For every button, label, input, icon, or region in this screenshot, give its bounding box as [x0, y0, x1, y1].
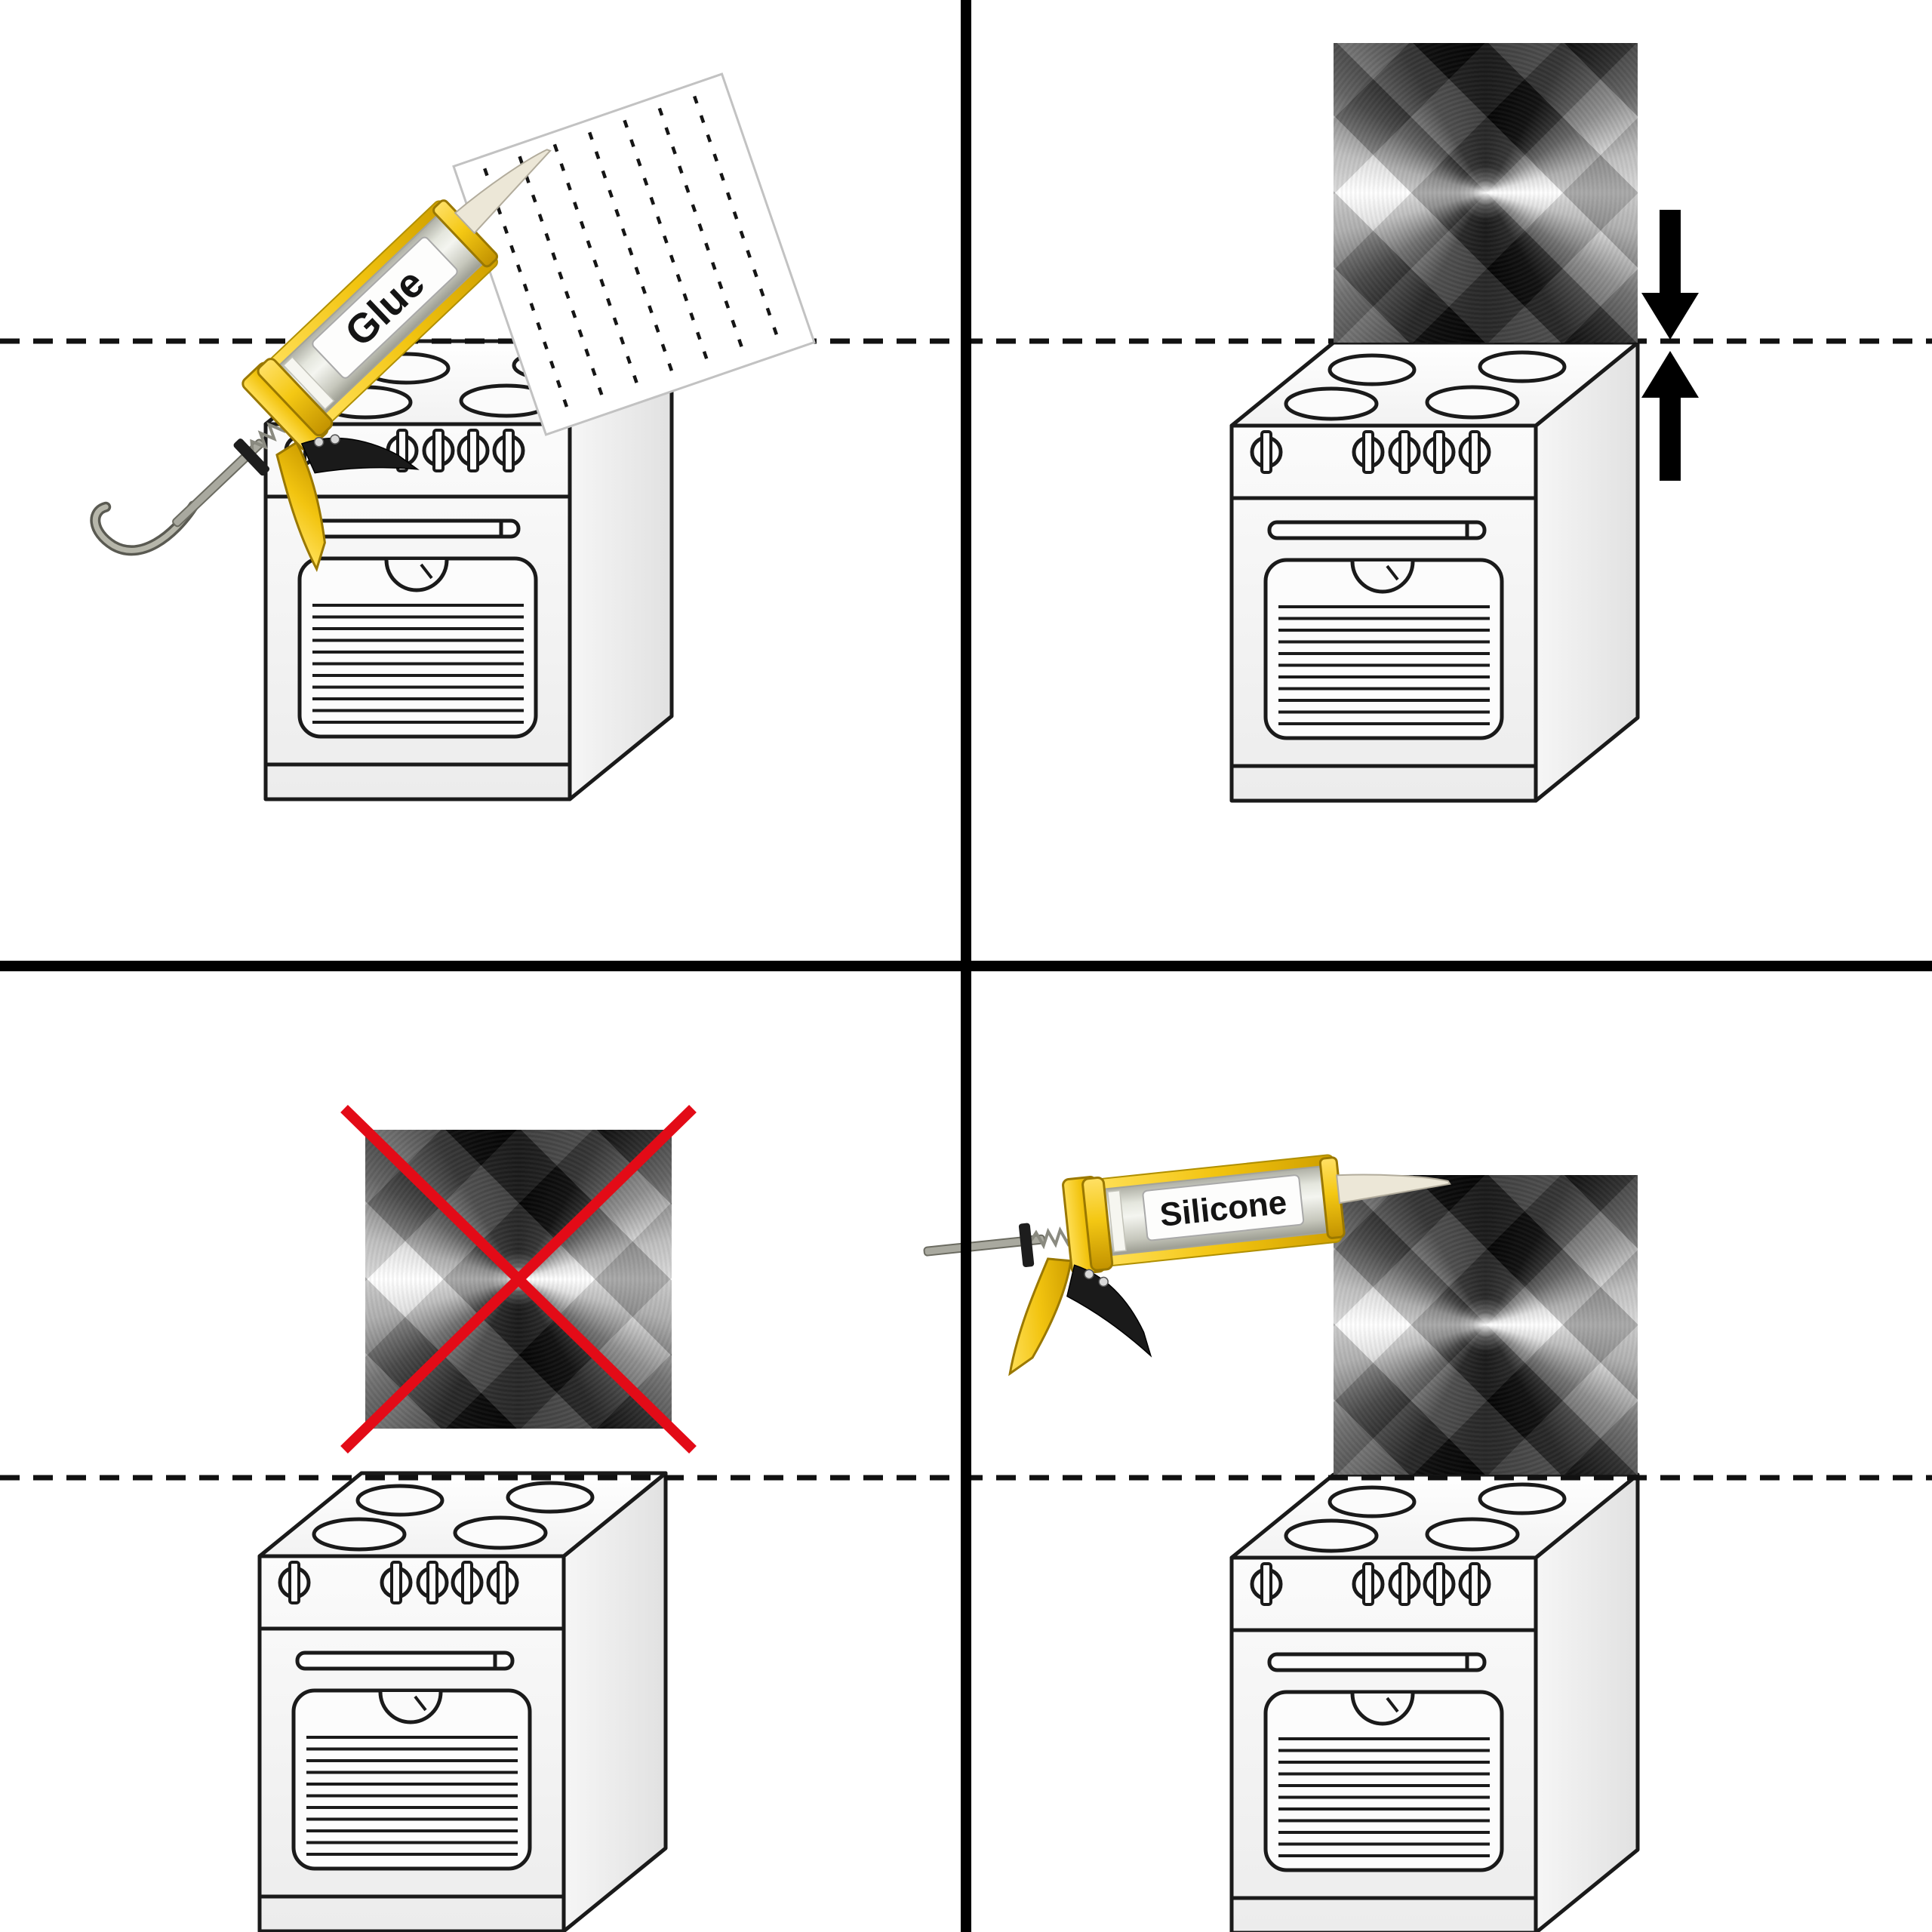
metal-panel-bottom-right	[1334, 1175, 1638, 1475]
divider-horizontal	[0, 961, 1932, 971]
metal-panel-top-right	[1334, 43, 1638, 343]
arrow-down-icon	[1641, 210, 1699, 340]
press-arrows	[1641, 210, 1699, 481]
caulk-gun-silicone: Silicone	[916, 1138, 1466, 1383]
arrow-up-icon	[1641, 351, 1699, 481]
red-x-mark	[340, 1104, 697, 1454]
glue-panel	[452, 72, 816, 436]
